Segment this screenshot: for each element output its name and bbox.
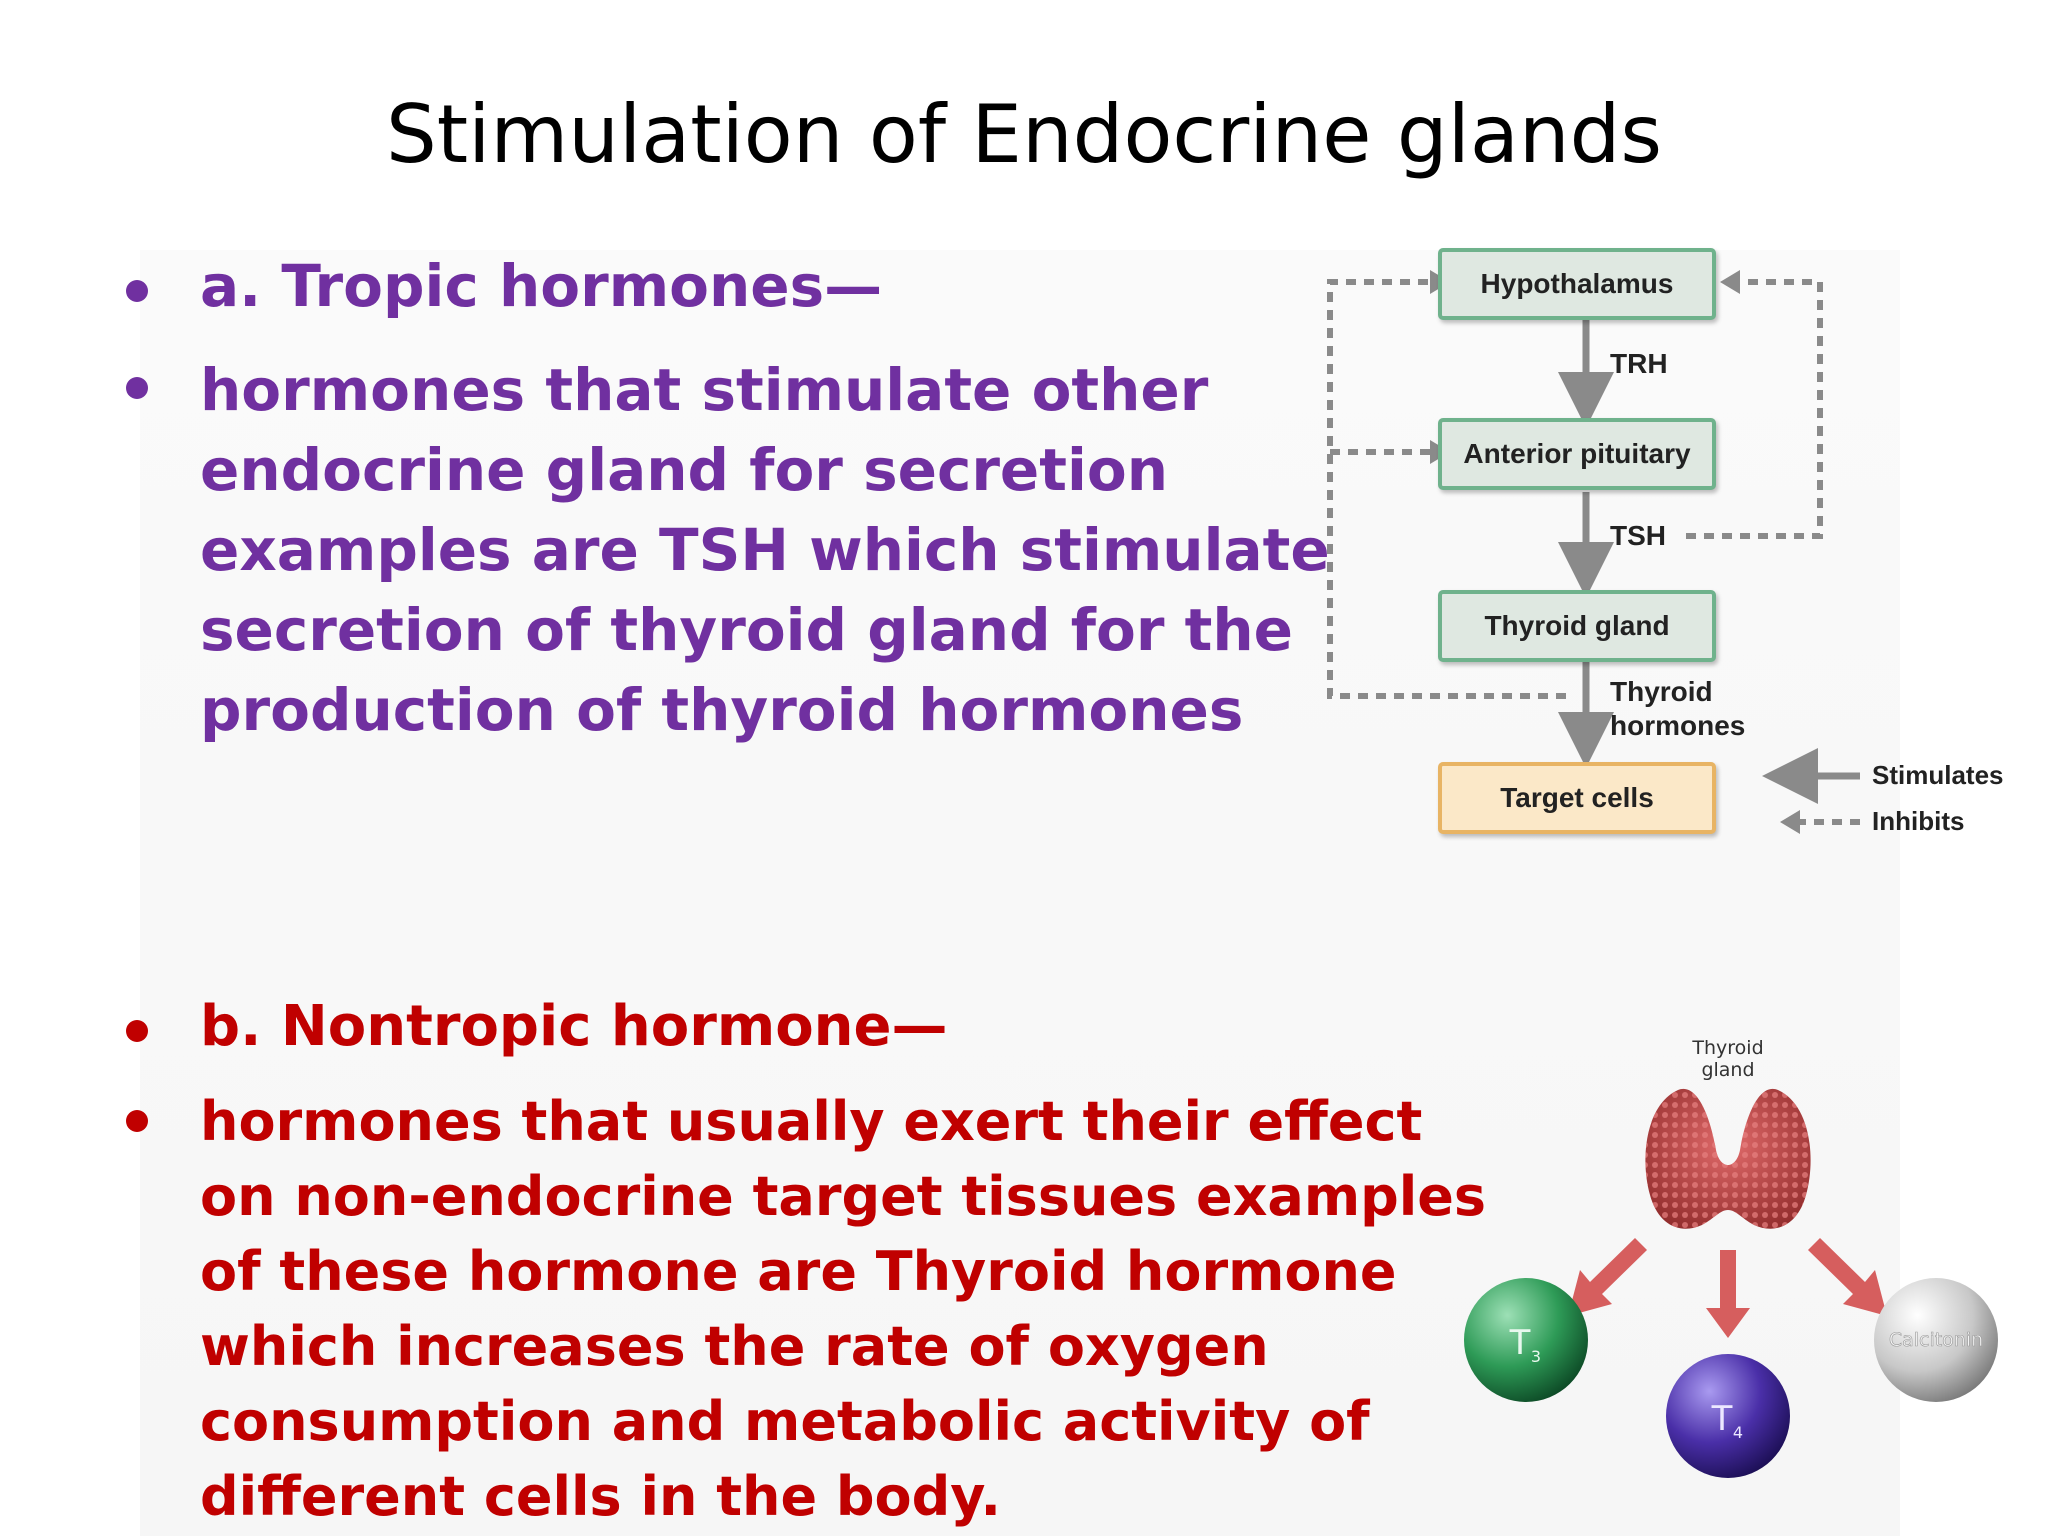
tropic-line: secretion of thyroid gland for the: [200, 596, 1294, 664]
tropic-line: production of thyroid hormones: [200, 676, 1244, 744]
thyroid-hormones-label-1: Thyroid: [1610, 676, 1713, 707]
anterior-pituitary-label: Anterior pituitary: [1463, 438, 1691, 469]
legend-stimulates-label: Stimulates: [1872, 760, 2004, 790]
hormone-release-arrows: [1568, 1238, 1887, 1338]
thyroid-hormones-illustration: Thyroid gland T 3 T 4 Calcitonin: [1440, 1020, 2020, 1490]
tsh-label: TSH: [1610, 520, 1666, 551]
thyroid-gland-box: Thyroid gland: [1438, 590, 1716, 662]
thyroid-hormones-label-2: hormones: [1610, 710, 1746, 741]
legend-inhibits-label: Inhibits: [1872, 806, 1965, 836]
nontropic-line: of these hormone are Thyroid hormone: [200, 1240, 1397, 1303]
hypothalamus-label: Hypothalamus: [1480, 268, 1674, 299]
diagram-arrows: [1327, 270, 1860, 834]
nontropic-line: on non-endocrine target tissues examples: [200, 1165, 1487, 1228]
nontropic-line: which increases the rate of oxygen: [200, 1315, 1269, 1378]
calcitonin-label: Calcitonin: [1889, 1329, 1983, 1351]
feedback-left: [1327, 279, 1566, 699]
t3-sphere: T 3: [1464, 1278, 1588, 1402]
t4-subscript: 4: [1733, 1423, 1743, 1442]
nontropic-body: hormones that usually exert their effect…: [200, 1084, 1486, 1534]
nontropic-heading: b. Nontropic hormone—: [200, 994, 948, 1059]
trh-label: TRH: [1610, 348, 1668, 379]
slide-title: Stimulation of Endocrine glands: [385, 88, 1663, 181]
hpt-axis-diagram: Hypothalamus Anterior pituitary Thyroid …: [1320, 230, 2040, 850]
tropic-heading: a. Tropic hormones—: [200, 252, 883, 320]
gland-label-line1: Thyroid: [1691, 1037, 1763, 1059]
tropic-line: examples are TSH which stimulate: [200, 516, 1330, 584]
t4-label: T: [1711, 1399, 1733, 1439]
hypothalamus-box: Hypothalamus: [1438, 248, 1716, 320]
bullet-dot: [126, 377, 148, 399]
bullet-dot: [126, 1020, 148, 1042]
bullet-dot: [126, 280, 148, 302]
target-cells-label: Target cells: [1500, 782, 1654, 813]
t3-subscript: 3: [1531, 1347, 1541, 1366]
thyroid-illustration-art: Thyroid gland T 3 T 4 Calcitonin: [1464, 1037, 1998, 1478]
gland-label-line2: gland: [1701, 1059, 1754, 1081]
nontropic-line: hormones that usually exert their effect: [200, 1090, 1423, 1153]
anterior-pituitary-box: Anterior pituitary: [1438, 418, 1716, 490]
tropic-line: hormones that stimulate other: [200, 356, 1209, 424]
target-cells-box: Target cells: [1438, 762, 1716, 834]
t4-sphere: T 4: [1666, 1354, 1790, 1478]
nontropic-line: consumption and metabolic activity of: [200, 1390, 1370, 1453]
thyroid-gland-label: Thyroid gland: [1484, 610, 1670, 641]
calcitonin-sphere: Calcitonin: [1874, 1278, 1998, 1402]
bullet-dot: [126, 1110, 148, 1132]
tropic-line: endocrine gland for secretion: [200, 436, 1169, 504]
t3-label: T: [1509, 1323, 1531, 1363]
thyroid-gland-icon: [1645, 1088, 1811, 1229]
feedback-right: [1686, 279, 1823, 539]
nontropic-line: different cells in the body.: [200, 1465, 1002, 1528]
tropic-body: hormones that stimulate other endocrine …: [200, 350, 1330, 750]
